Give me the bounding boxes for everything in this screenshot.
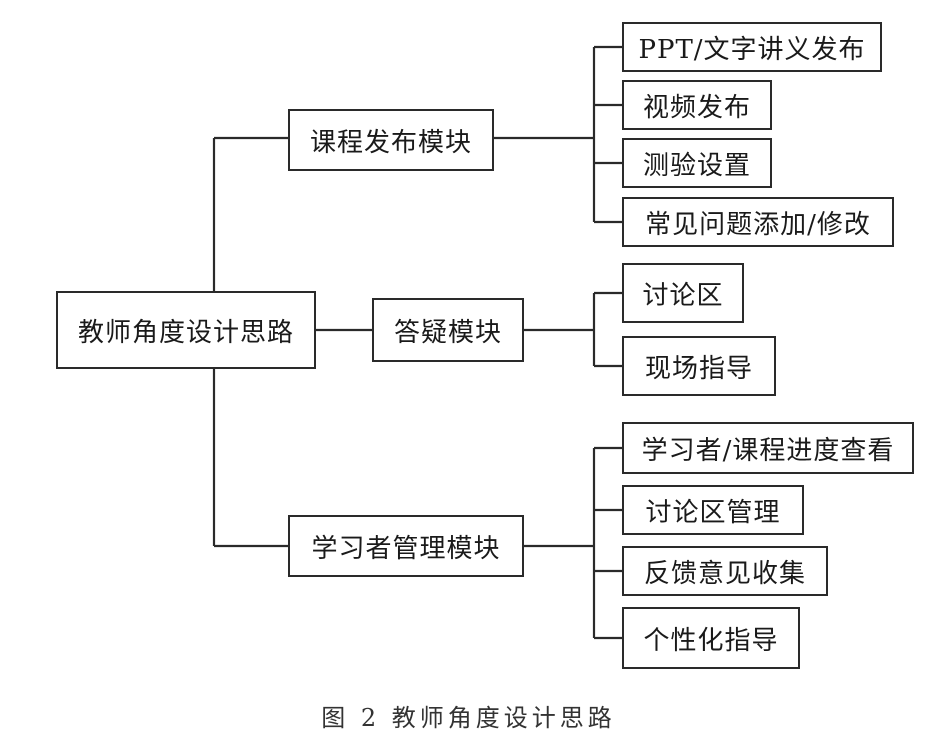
leaf-node: 学习者/课程进度查看 [622, 422, 914, 474]
leaf-node: 视频发布 [622, 80, 772, 130]
module-node-course-publish: 课程发布模块 [288, 109, 494, 171]
leaf-node: 测验设置 [622, 138, 772, 188]
figure-caption: 图 2 教师角度设计思路 [321, 704, 616, 732]
root-node: 教师角度设计思路 [56, 291, 316, 369]
leaf-node: 讨论区管理 [622, 485, 804, 535]
leaf-node: 个性化指导 [622, 607, 800, 669]
module-node-learner-management: 学习者管理模块 [288, 515, 524, 577]
leaf-node: 讨论区 [622, 263, 744, 323]
leaf-node: 常见问题添加/修改 [622, 197, 894, 247]
leaf-node: 现场指导 [622, 336, 776, 396]
leaf-node: PPT/文字讲义发布 [622, 22, 882, 72]
module-node-qa: 答疑模块 [372, 298, 524, 362]
leaf-node: 反馈意见收集 [622, 546, 828, 596]
